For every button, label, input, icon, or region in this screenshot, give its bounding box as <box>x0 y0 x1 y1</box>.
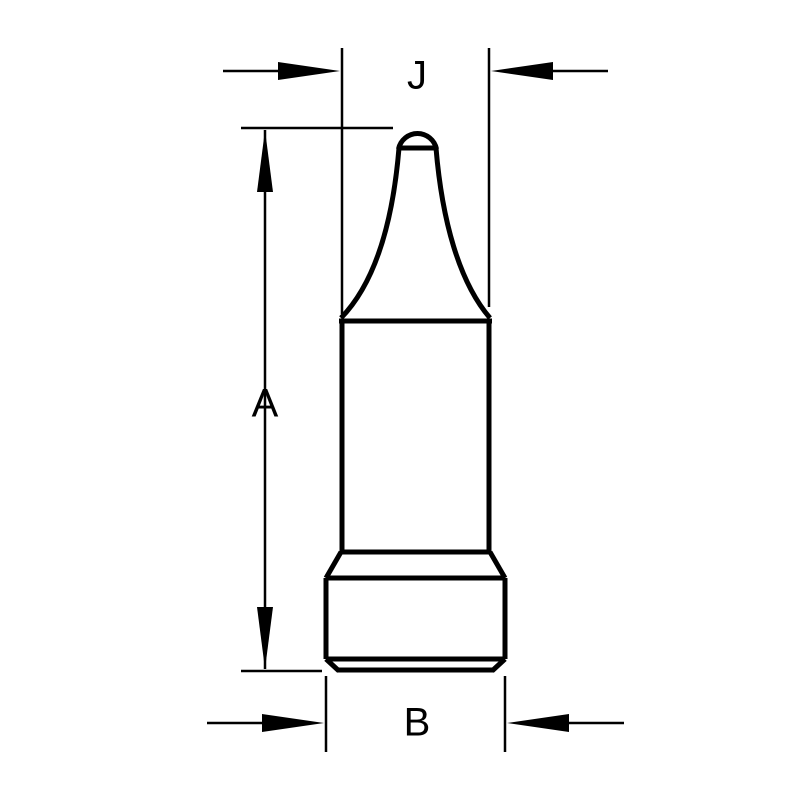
dim-b-arrowhead-left <box>262 714 324 732</box>
base-chamfer-right <box>487 550 508 580</box>
base-bevel-left <box>324 657 341 673</box>
part-outline <box>323 131 508 673</box>
taper-right-edge <box>433 147 492 320</box>
base-chamfer-left <box>323 550 344 580</box>
dimension-a: A <box>241 126 393 673</box>
dim-a-arrowhead-top <box>257 130 273 192</box>
dimension-b: B <box>207 676 624 752</box>
tip-dome-arc <box>396 131 439 150</box>
base-bevel-right <box>490 657 507 673</box>
dim-j-arrowhead-left <box>278 62 340 80</box>
dimension-j: J <box>223 48 608 314</box>
taper-left-edge <box>339 147 402 320</box>
dim-b-arrowhead-right <box>507 714 569 732</box>
dim-j-arrowhead-right <box>491 62 553 80</box>
dim-a-label: A <box>252 382 279 426</box>
dim-a-arrowhead-bottom <box>257 607 273 669</box>
dim-b-label: B <box>404 701 431 745</box>
dim-j-label: J <box>407 54 427 98</box>
